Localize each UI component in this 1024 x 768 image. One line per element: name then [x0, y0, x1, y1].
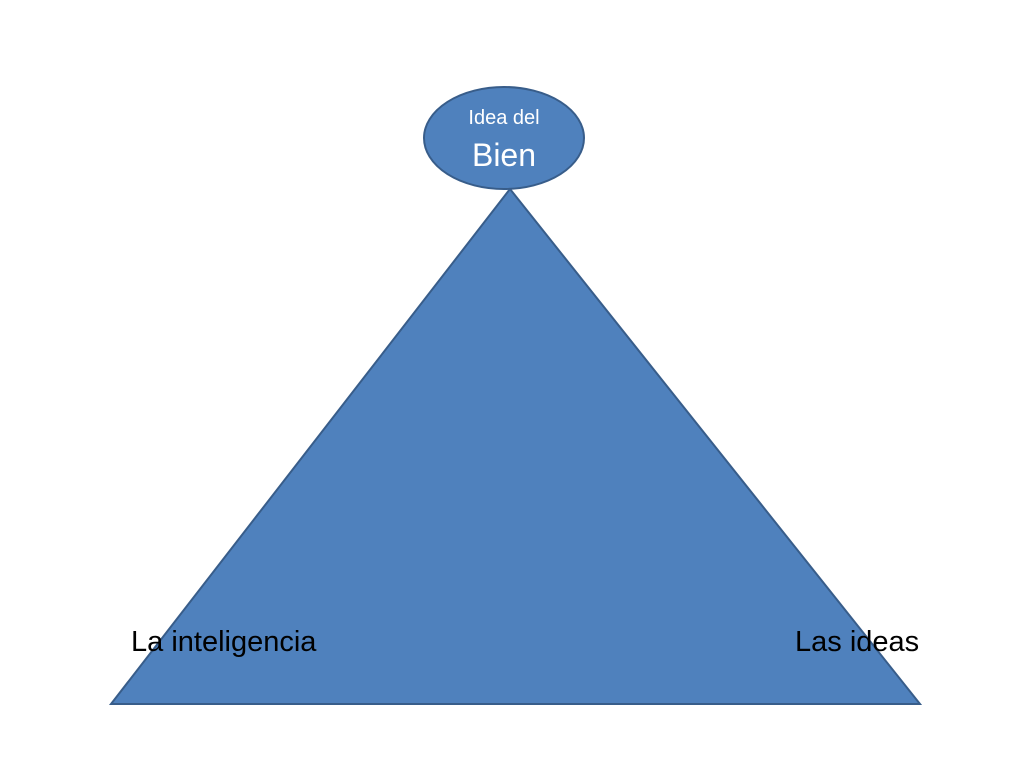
pyramid-triangle — [108, 187, 923, 705]
top-node-label-line1: Idea del — [468, 107, 540, 129]
top-node-ellipse — [423, 86, 585, 190]
base-right-label: Las ideas — [795, 626, 920, 658]
base-left-label: La inteligencia — [131, 626, 317, 658]
top-node-label-line2: Bien — [471, 137, 537, 173]
